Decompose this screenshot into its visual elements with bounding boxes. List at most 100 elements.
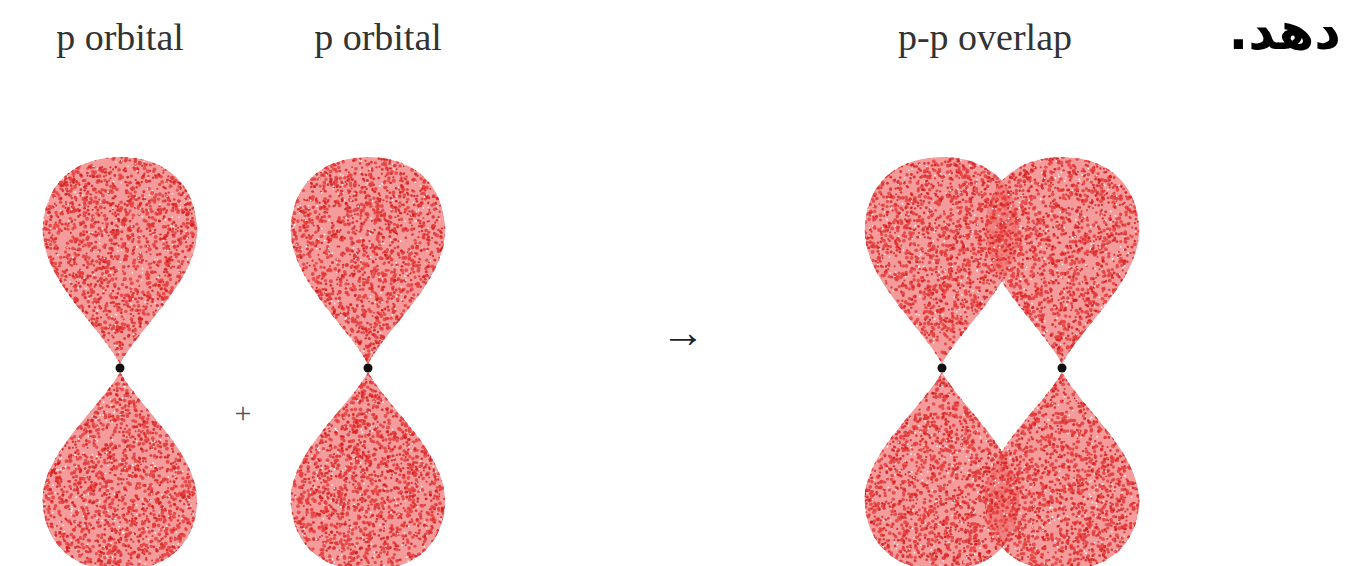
speckle xyxy=(78,157,82,161)
speckle xyxy=(55,252,57,254)
speckle xyxy=(187,248,191,252)
speckle xyxy=(112,182,115,185)
speckle xyxy=(119,351,121,353)
speckle xyxy=(95,301,99,305)
speckle xyxy=(170,340,173,343)
speckle xyxy=(185,333,187,335)
speckle xyxy=(97,303,99,305)
speckle xyxy=(45,265,47,267)
speckle xyxy=(102,286,105,289)
speckle xyxy=(149,156,153,160)
speckle xyxy=(141,259,144,262)
speckle xyxy=(148,336,152,340)
speckle xyxy=(146,313,150,317)
speckle xyxy=(143,152,146,155)
speckle xyxy=(185,176,187,178)
speckle xyxy=(89,329,91,331)
speckle xyxy=(43,291,47,295)
speckle xyxy=(90,233,92,235)
speckle xyxy=(199,282,203,286)
speckle xyxy=(198,170,201,173)
speckle xyxy=(50,188,53,191)
speckle xyxy=(158,284,161,287)
speckle xyxy=(77,362,80,365)
speckle xyxy=(164,334,166,336)
speckle xyxy=(168,218,172,222)
speckle xyxy=(86,266,89,269)
speckle xyxy=(135,186,138,189)
speckle xyxy=(41,227,43,229)
speckle xyxy=(53,280,56,283)
speckle xyxy=(158,164,160,166)
speckle xyxy=(60,210,62,212)
speckle xyxy=(134,207,136,209)
speckle xyxy=(62,166,64,168)
speckle xyxy=(185,327,187,329)
speckle xyxy=(69,160,71,162)
speckle xyxy=(47,290,49,292)
speckle xyxy=(197,320,201,324)
speckle xyxy=(40,257,42,259)
speckle xyxy=(153,231,155,233)
speckle xyxy=(98,323,102,327)
speckle xyxy=(161,165,163,167)
speckle xyxy=(124,257,128,261)
speckle xyxy=(85,217,89,221)
speckle xyxy=(132,217,134,219)
speckle xyxy=(87,291,90,294)
speckle xyxy=(178,323,182,327)
speckle xyxy=(143,154,145,156)
speckle xyxy=(148,210,150,212)
speckle xyxy=(63,162,65,164)
speckle xyxy=(144,244,147,247)
speckle xyxy=(49,183,52,186)
speckle xyxy=(95,231,97,233)
speckle xyxy=(110,255,113,258)
speckle xyxy=(68,163,71,166)
speckle xyxy=(200,187,202,189)
speckle xyxy=(44,327,47,330)
speckle xyxy=(56,153,59,156)
p-orbital xyxy=(36,152,204,566)
speckle xyxy=(103,228,106,231)
speckle xyxy=(138,297,140,299)
speckle xyxy=(59,201,62,204)
speckle xyxy=(145,341,149,345)
speckle xyxy=(180,316,183,319)
speckle xyxy=(186,218,189,221)
speckle xyxy=(161,341,165,345)
speckle xyxy=(142,272,144,274)
speckle xyxy=(78,204,80,206)
speckle xyxy=(156,356,159,359)
speckle xyxy=(154,348,156,350)
speckle xyxy=(78,239,81,242)
speckle xyxy=(192,282,196,286)
speckle xyxy=(135,362,139,366)
speckle xyxy=(104,217,108,221)
speckle xyxy=(41,361,45,365)
speckle xyxy=(174,159,177,162)
speckle xyxy=(90,347,93,350)
speckle xyxy=(162,350,166,354)
speckle xyxy=(175,355,178,358)
speckle xyxy=(56,331,58,333)
speckle xyxy=(113,319,115,321)
speckle xyxy=(180,225,182,227)
speckle xyxy=(156,263,159,266)
speckle xyxy=(129,159,131,161)
speckle xyxy=(46,356,49,359)
speckle xyxy=(40,231,42,233)
speckle xyxy=(119,155,121,157)
speckle xyxy=(157,258,159,260)
speckle xyxy=(159,253,162,256)
speckle xyxy=(184,224,188,228)
speckle xyxy=(88,305,91,308)
speckle xyxy=(77,362,79,364)
speckle xyxy=(176,300,178,302)
speckle xyxy=(171,223,173,225)
speckle xyxy=(105,313,108,316)
speckle xyxy=(68,350,72,354)
speckle xyxy=(58,197,62,201)
speckle xyxy=(200,202,204,206)
speckle xyxy=(140,157,143,160)
